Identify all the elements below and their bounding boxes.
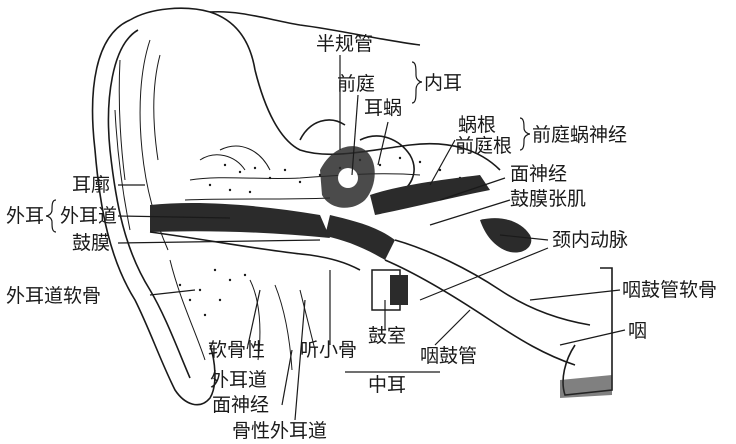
- label-eustachian-tube: 咽鼓管: [420, 345, 477, 367]
- label-vestibulocochlear-nerve: 前庭蜗神经: [532, 124, 627, 146]
- label-cochlea: 耳蜗: [364, 97, 402, 119]
- label-cochlear-root: 蜗根: [458, 114, 496, 136]
- label-tympanic-cavity: 鼓室: [368, 325, 406, 347]
- label-facial-nerve-bottom: 面神经: [212, 394, 269, 416]
- label-eustachian-cartilage: 咽鼓管软骨: [622, 279, 717, 301]
- label-semicircular-canals: 半规管: [316, 33, 373, 55]
- label-inner-ear: 内耳: [424, 72, 462, 94]
- external-canal-drawing: [150, 203, 330, 238]
- label-external-canal: 外耳道: [60, 205, 117, 227]
- label-outer-ear: 外耳: [6, 205, 44, 227]
- pharynx-drawing: [560, 268, 612, 398]
- label-cartilaginous-canal-2: 外耳道: [210, 369, 267, 391]
- label-canal-cartilage: 外耳道软骨: [6, 285, 101, 307]
- label-eardrum: 鼓膜: [72, 232, 110, 254]
- label-vestibular-root: 前庭根: [455, 135, 512, 157]
- label-ossicles: 听小骨: [300, 339, 357, 361]
- label-facial-nerve-right: 面神经: [510, 163, 567, 185]
- label-vestibule: 前庭: [337, 73, 375, 95]
- label-middle-ear: 中耳: [368, 374, 406, 396]
- label-internal-carotid: 颈内动脉: [552, 229, 628, 251]
- label-cartilaginous-canal-1: 软骨性: [208, 339, 265, 361]
- label-tensor-tympani: 鼓膜张肌: [510, 188, 586, 210]
- label-pharynx: 咽: [628, 320, 647, 342]
- label-bony-canal: 骨性外耳道: [232, 420, 327, 442]
- label-auricle: 耳廓: [72, 174, 110, 196]
- middle-inner-ear-drawing: [250, 120, 590, 370]
